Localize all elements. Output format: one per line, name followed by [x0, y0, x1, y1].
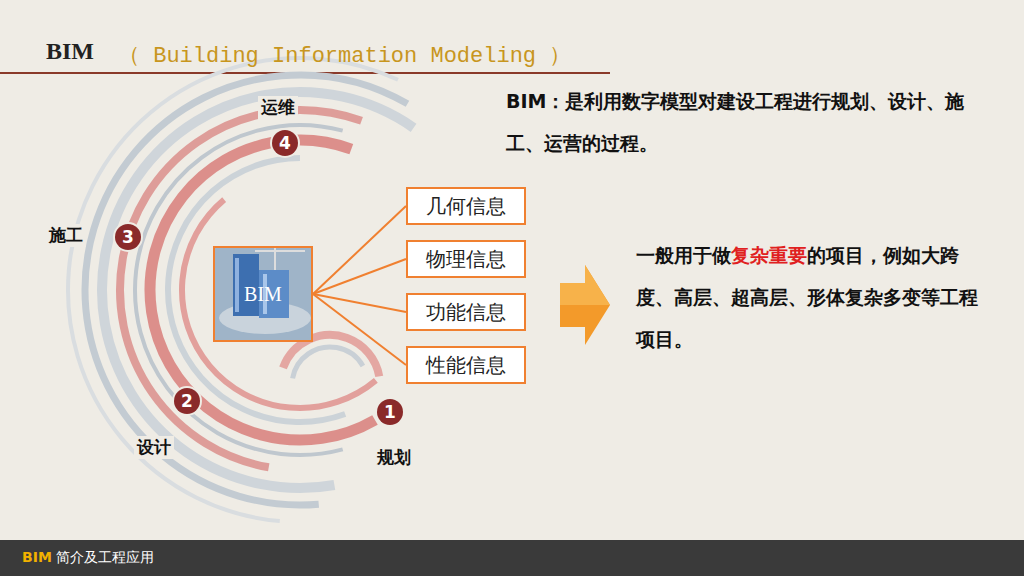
callout-circle: 4: [272, 130, 298, 156]
usage-text: 一般用于做复杂重要的项目，例如大跨度、高层、超高层、形体复杂多变等工程项目。: [636, 234, 986, 360]
orange-arrow: [560, 265, 610, 345]
stage-label: 规划: [374, 446, 414, 469]
callout-circle: 2: [174, 388, 200, 414]
stage-label: 设计: [134, 436, 174, 459]
callout-number: 2: [181, 391, 193, 411]
node-text: BIM: [244, 283, 282, 306]
callout-circle: 1: [377, 399, 403, 425]
title: BIM: [46, 38, 94, 65]
definition-text: BIM：是利用数字模型对建设工程进行规划、设计、施工、运营的过程。: [506, 80, 996, 164]
footer-text: BIM: [22, 549, 52, 565]
usage-text-part: 一般用于做: [636, 244, 731, 266]
node-text: 几何信息: [426, 193, 506, 220]
info-box: 性能信息: [406, 346, 526, 384]
connector-line: [313, 206, 406, 294]
connector-line: [313, 294, 406, 365]
callout-number: 4: [279, 133, 291, 153]
stage-label: 施工: [46, 224, 86, 247]
node-text: 物理信息: [426, 246, 506, 273]
node-text: 性能信息: [426, 352, 506, 379]
bim-model-box: BIM: [213, 246, 313, 342]
callout-circle: 3: [115, 224, 141, 250]
callout-number: 3: [122, 227, 134, 247]
node-text: 功能信息: [426, 299, 506, 326]
info-box: 物理信息: [406, 240, 526, 278]
highlight-text: 复杂重要: [731, 244, 807, 266]
info-box: 几何信息: [406, 187, 526, 225]
connector-line: [313, 259, 406, 294]
stage-label: 运维: [258, 96, 298, 119]
footer-text: 简介及工程应用: [56, 549, 154, 567]
connector-line: [313, 294, 406, 312]
footer-bar: [0, 540, 1024, 576]
info-box: 功能信息: [406, 293, 526, 331]
subtitle: （ Building Information Modeling ）: [118, 40, 571, 70]
callout-number: 1: [384, 402, 396, 422]
